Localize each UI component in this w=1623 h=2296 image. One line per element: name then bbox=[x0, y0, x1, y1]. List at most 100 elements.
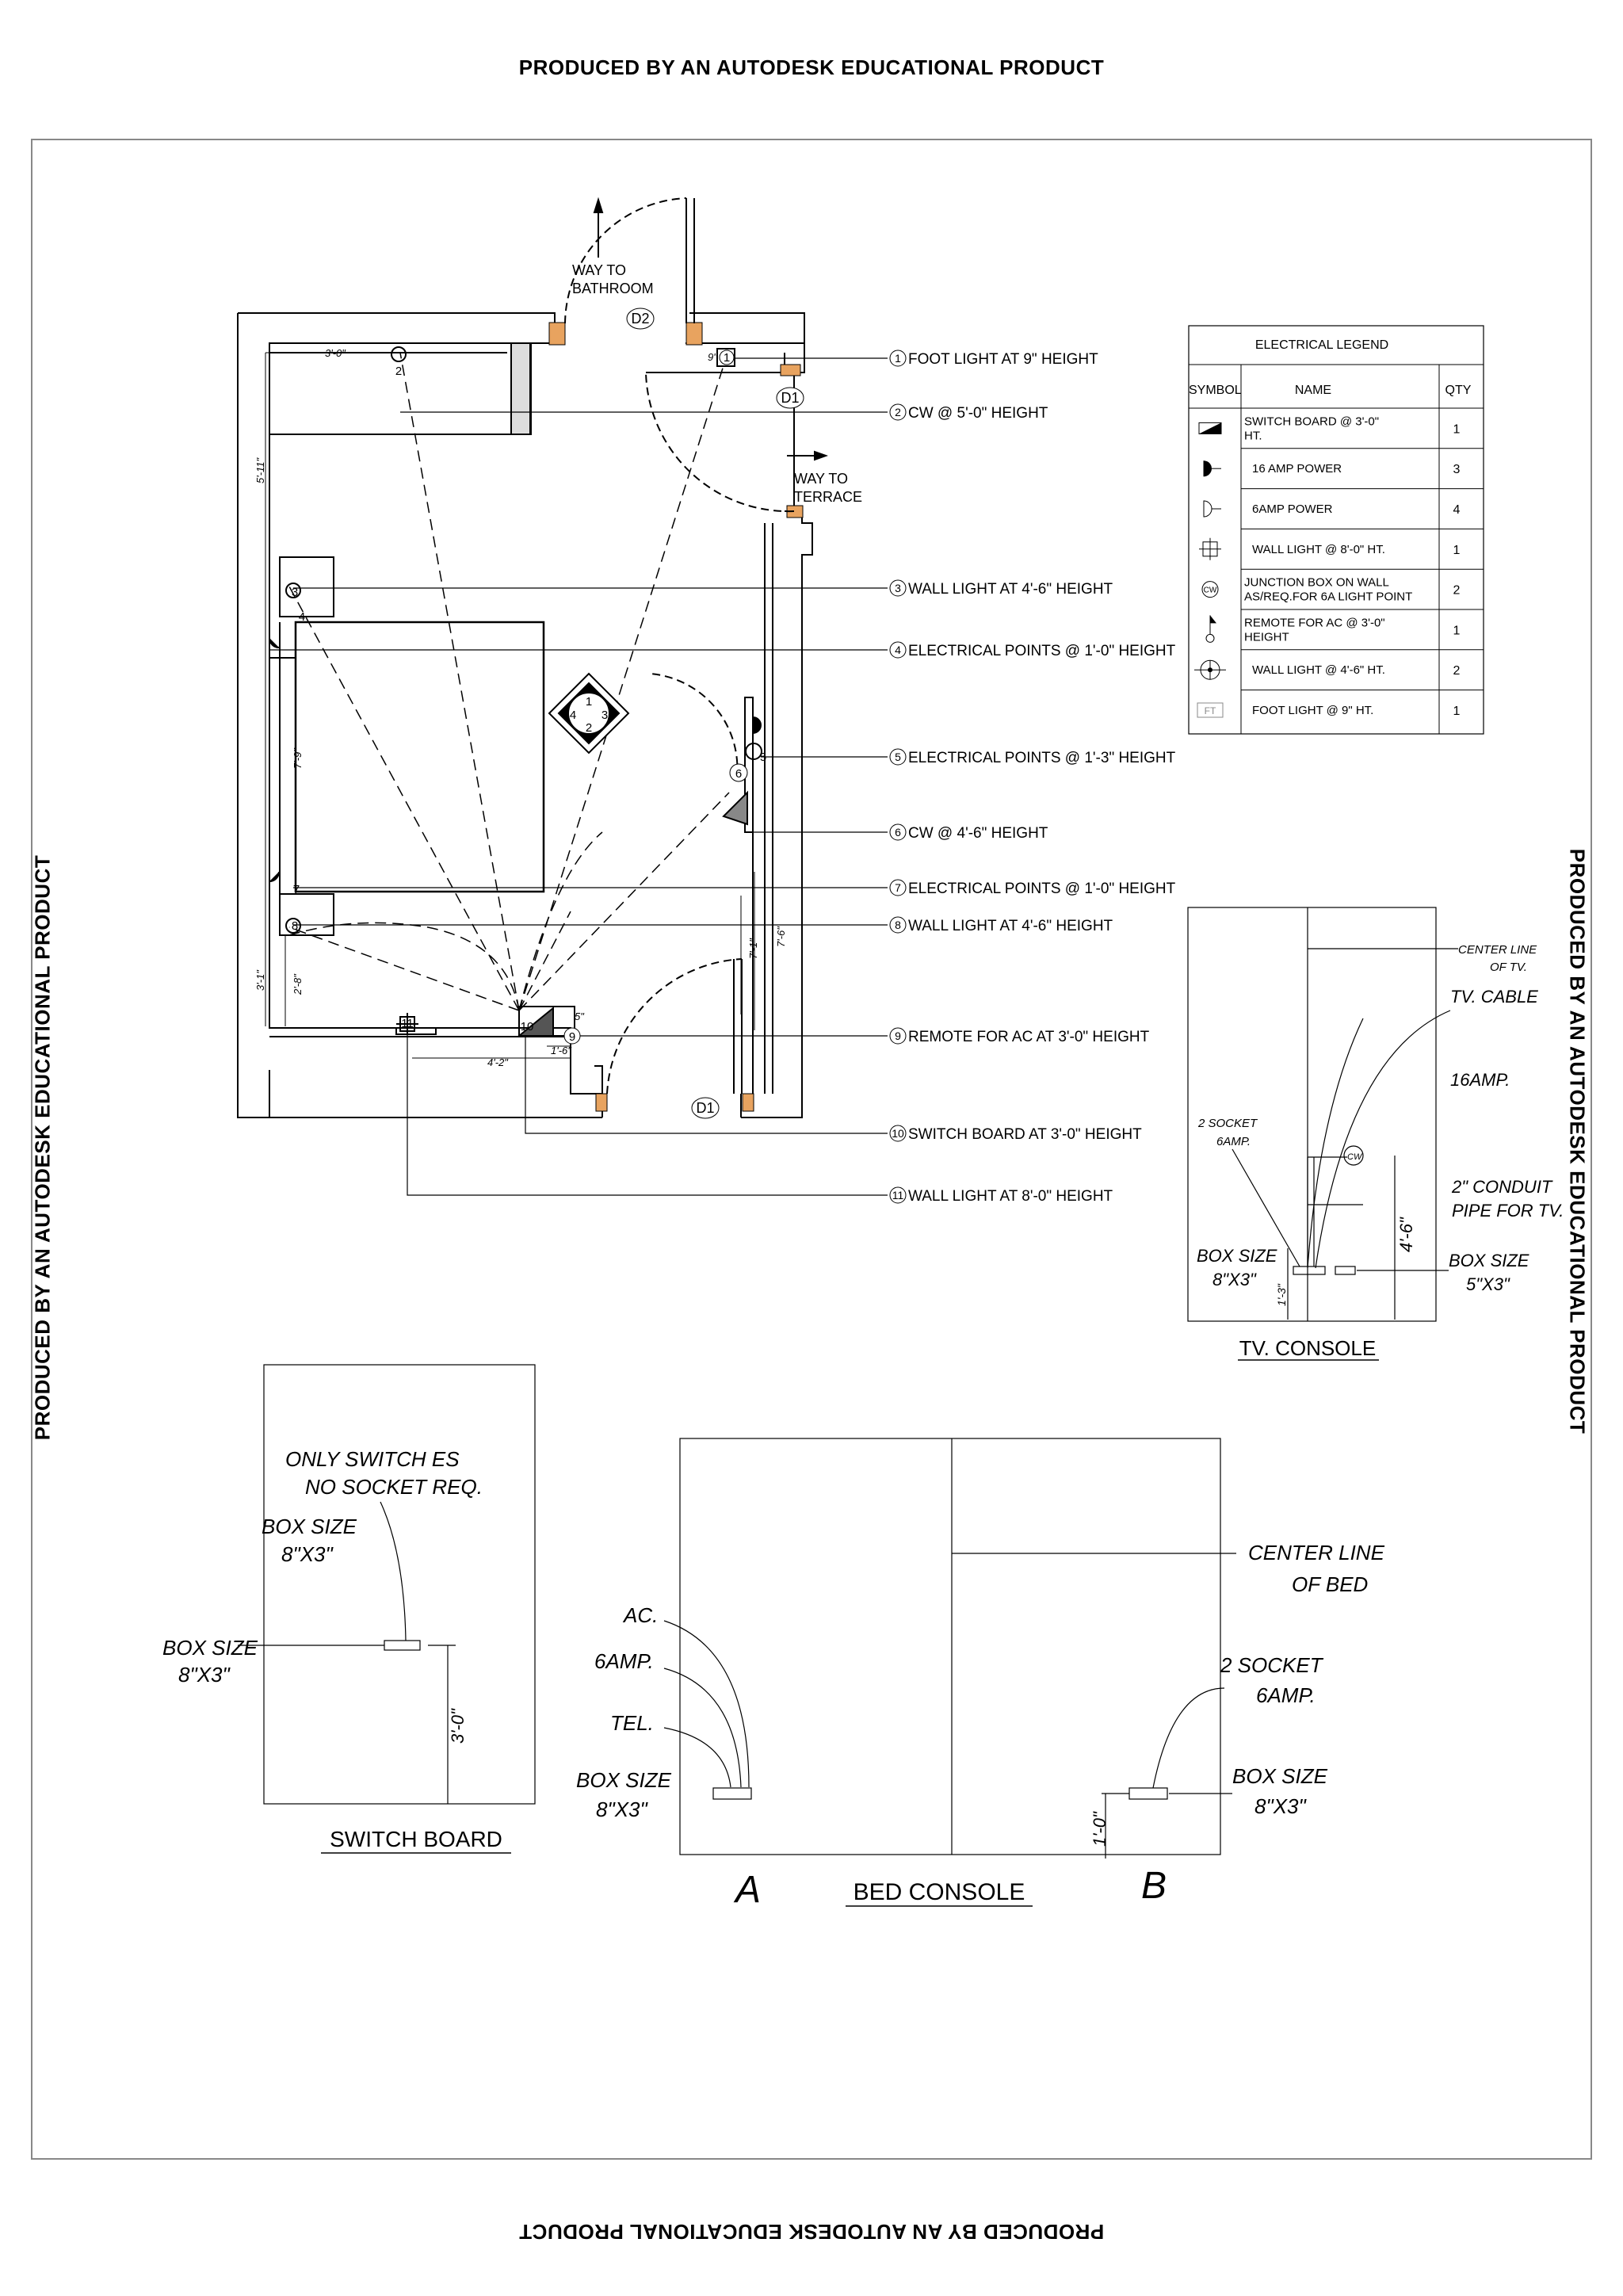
legend-title: ELECTRICAL LEGEND bbox=[1255, 338, 1388, 352]
legend-row-1-name: SWITCH BOARD @ 3'-0" bbox=[1244, 415, 1379, 428]
dim-left-lower: 3'-1" bbox=[254, 969, 266, 991]
door-tags: D2 D1 D1 bbox=[626, 308, 804, 1119]
tv-console-text: CENTER LINE OF TV. TV. CABLE 16AMP. 2 SO… bbox=[1197, 943, 1564, 1306]
tv-cw-label: CW bbox=[1347, 1152, 1363, 1162]
callout-4-number: 4 bbox=[895, 644, 901, 656]
electrical-legend: ELECTRICAL LEGEND SYMBOL NAME QTY SWITCH… bbox=[1188, 325, 1484, 735]
bed-box-right-1: BOX SIZE bbox=[1232, 1764, 1328, 1788]
callout-7-circle bbox=[889, 879, 907, 896]
bed-dim: 1'-0" bbox=[1090, 1811, 1109, 1847]
dim-left-upper: 5'-11" bbox=[254, 457, 266, 483]
tv-cable-label: TV. CABLE bbox=[1450, 987, 1538, 1007]
callout-11-text: WALL LIGHT AT 8'-0" HEIGHT bbox=[908, 1188, 1113, 1205]
callout-5-number: 5 bbox=[895, 751, 901, 763]
terrace-label-2: TERRACE bbox=[794, 489, 862, 505]
bed-console-text: CENTER LINE OF BED AC. 6AMP. TEL. BOX SI… bbox=[576, 1541, 1385, 1911]
callout-6-circle bbox=[889, 823, 907, 841]
svg-text:CW: CW bbox=[1204, 586, 1217, 595]
switch-board-title: SWITCH BOARD bbox=[330, 1827, 502, 1851]
plan-marker-9: 9 bbox=[569, 1030, 575, 1044]
bed-6amp-label: 6AMP. bbox=[594, 1649, 654, 1673]
tv-console-title: TV. CONSOLE bbox=[1239, 1336, 1376, 1360]
bed bbox=[294, 621, 545, 893]
callout-9-circle bbox=[889, 1027, 907, 1045]
legend-row-7-qty: 2 bbox=[1453, 664, 1461, 678]
callout-3-number: 3 bbox=[895, 582, 901, 594]
switch-board-icon bbox=[1198, 422, 1222, 434]
bed-box-right-2: 8"X3" bbox=[1254, 1794, 1307, 1818]
dim-small-9: 9" bbox=[708, 351, 718, 363]
switch-box-left-1: BOX SIZE bbox=[162, 1636, 258, 1660]
plan-marker-10: 10 bbox=[521, 1020, 534, 1033]
callout-1-text: FOOT LIGHT AT 9" HEIGHT bbox=[908, 351, 1098, 368]
legend-header-name: NAME bbox=[1295, 384, 1331, 397]
tv-box-right-1: BOX SIZE bbox=[1449, 1251, 1529, 1270]
bed-centerline-2: OF BED bbox=[1292, 1572, 1368, 1596]
wall-light-icon bbox=[1199, 537, 1221, 560]
plan-labels: WAY TO BATHROOM WAY TO TERRACE bbox=[572, 262, 862, 505]
bed-box-left-2: 8"X3" bbox=[596, 1797, 648, 1821]
dim-right-b: 7'-6" bbox=[775, 926, 787, 947]
legend-row-3-name: 6AMP POWER bbox=[1252, 502, 1333, 516]
tv-dim-small: 1'-3" bbox=[1275, 1283, 1288, 1306]
plan-marker-11: 11 bbox=[401, 1017, 414, 1030]
legend-header-qty: QTY bbox=[1445, 384, 1472, 397]
callout-9-text: REMOTE FOR AC AT 3'-0" HEIGHT bbox=[908, 1029, 1150, 1045]
tv-console-drawing bbox=[1187, 907, 1458, 1322]
bed-label-a: A bbox=[733, 1869, 761, 1911]
switch-box-upper-1: BOX SIZE bbox=[262, 1515, 357, 1538]
bathroom-label-1: WAY TO bbox=[572, 262, 626, 278]
plan-dimensions bbox=[265, 352, 755, 1059]
bed-console-title: BED CONSOLE bbox=[854, 1879, 1025, 1905]
hatched-wardrobe bbox=[510, 342, 531, 435]
tv-box-left-2: 8"X3" bbox=[1212, 1270, 1257, 1289]
tv-dim-height: 4'-6" bbox=[1396, 1217, 1416, 1252]
legend-row-8-name: FOOT LIGHT @ 9" HT. bbox=[1252, 704, 1373, 717]
tv-16amp-label: 16AMP. bbox=[1450, 1070, 1510, 1090]
plan-marker-7: 7 bbox=[293, 883, 300, 896]
legend-row-7-name: WALL LIGHT @ 4'-6" HT. bbox=[1252, 663, 1385, 677]
callout-7-text: ELECTRICAL POINTS @ 1'-0" HEIGHT bbox=[908, 881, 1176, 897]
switch-note-1: ONLY SWITCH ES bbox=[285, 1447, 460, 1471]
legend-row-6-qty: 1 bbox=[1453, 624, 1461, 637]
dim-bottom-b: 1'-6" bbox=[551, 1045, 572, 1056]
compass-text: A 1 2 3 4 bbox=[570, 681, 608, 735]
door-tag-d1-top: D1 bbox=[781, 390, 799, 406]
callout-6-number: 6 bbox=[895, 826, 901, 839]
junction-box-icon: CW bbox=[1201, 581, 1219, 598]
plan-marker-4: 4 bbox=[299, 610, 305, 624]
callout-8-circle bbox=[889, 916, 907, 934]
compass-2: 2 bbox=[586, 721, 592, 735]
callout-9-number: 9 bbox=[895, 1030, 901, 1042]
switch-dim: 3'-0" bbox=[448, 1708, 468, 1744]
tv-conduit-2: PIPE FOR TV. bbox=[1452, 1201, 1564, 1221]
callout-5-text: ELECTRICAL POINTS @ 1'-3" HEIGHT bbox=[908, 750, 1176, 766]
legend-row-4-name: WALL LIGHT @ 8'-0" HT. bbox=[1252, 543, 1385, 556]
door-tag-d1-bottom: D1 bbox=[696, 1100, 714, 1116]
switching-lines bbox=[288, 352, 730, 1011]
callout-1-number: 1 bbox=[895, 352, 901, 365]
compass-symbol bbox=[548, 672, 630, 755]
plan-marker-1: 1 bbox=[724, 351, 730, 365]
callout-10-text: SWITCH BOARD AT 3'-0" HEIGHT bbox=[908, 1126, 1142, 1143]
dim-small-5: 5" bbox=[575, 1010, 585, 1022]
plan-marker-3: 3 bbox=[292, 586, 298, 599]
legend-row-2-name: 16 AMP POWER bbox=[1252, 462, 1342, 476]
dim-right-a: 7'-1" bbox=[747, 938, 759, 959]
dim-top-width: 3'-0" bbox=[325, 347, 346, 359]
tv-centerline-2: OF TV. bbox=[1490, 961, 1527, 974]
legend-header-symbol: SYMBOL bbox=[1189, 384, 1242, 397]
callout-3-circle bbox=[889, 579, 907, 597]
dim-bottom-a: 4'-2" bbox=[487, 1056, 509, 1068]
tv-conduit-1: 2" CONDUIT bbox=[1451, 1177, 1553, 1197]
bed-socket-1: 2 SOCKET bbox=[1220, 1653, 1324, 1677]
remote-ac-icon bbox=[1205, 615, 1216, 643]
legend-row-5-name: JUNCTION BOX ON WALL bbox=[1244, 576, 1389, 590]
callout-8-text: WALL LIGHT AT 4'-6" HEIGHT bbox=[908, 918, 1113, 934]
plan-marker-8: 8 bbox=[292, 919, 298, 933]
switch-box-upper-2: 8"X3" bbox=[281, 1542, 334, 1566]
callout-2-text: CW @ 5'-0" HEIGHT bbox=[908, 405, 1048, 422]
legend-row-1-name: HT. bbox=[1244, 429, 1262, 442]
bed-label-b: B bbox=[1141, 1865, 1167, 1907]
legend-row-5-name: AS/REQ.FOR 6A LIGHT POINT bbox=[1244, 590, 1412, 604]
